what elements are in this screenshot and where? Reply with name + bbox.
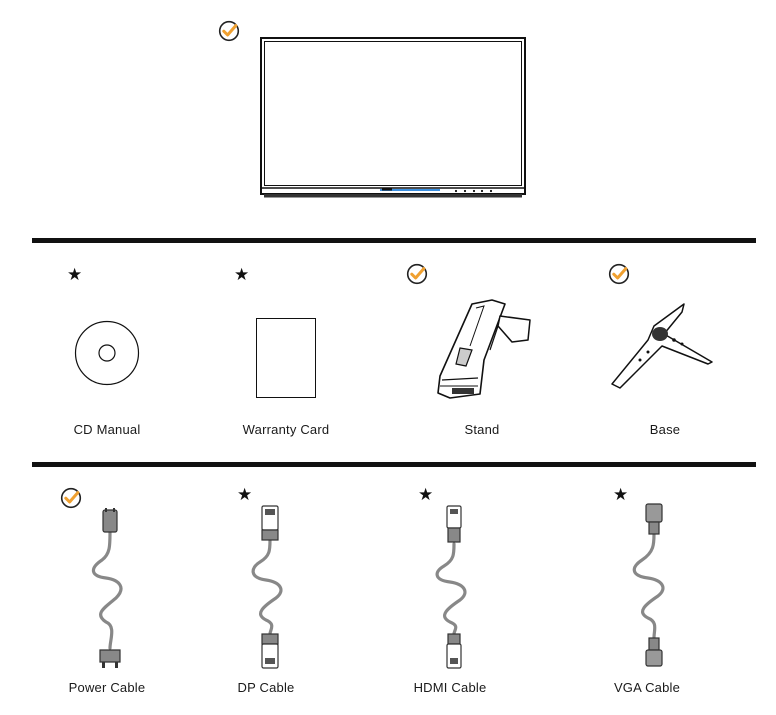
section-divider: [32, 462, 756, 467]
item-label: Power Cable: [68, 680, 146, 695]
item-label: HDMI Cable: [413, 680, 487, 695]
dp-cable-icon: [251, 505, 283, 669]
item-label: Stand: [464, 422, 500, 437]
check-icon: [60, 487, 82, 509]
star-icon: ★: [418, 485, 434, 504]
check-icon: [218, 20, 240, 42]
item-label: Warranty Card: [242, 422, 330, 437]
item-label: VGA Cable: [613, 680, 681, 695]
star-icon: ★: [613, 485, 629, 504]
item-label: DP Cable: [237, 680, 295, 695]
check-icon: [406, 263, 428, 285]
star-icon: ★: [234, 265, 250, 284]
check-icon: [608, 263, 630, 285]
vga-cable-icon: [632, 503, 665, 667]
item-label: Base: [649, 422, 681, 437]
item-label: CD Manual: [73, 422, 141, 437]
card-icon: [256, 318, 316, 398]
star-icon: ★: [67, 265, 83, 284]
base-icon: [611, 303, 713, 389]
section-divider: [32, 238, 756, 243]
stand-icon: [437, 299, 531, 399]
star-icon: ★: [237, 485, 253, 504]
cd-icon: [74, 320, 140, 386]
monitor-icon: [260, 37, 526, 198]
power-cable-icon: [91, 508, 123, 668]
hdmi-cable-icon: [435, 505, 467, 669]
